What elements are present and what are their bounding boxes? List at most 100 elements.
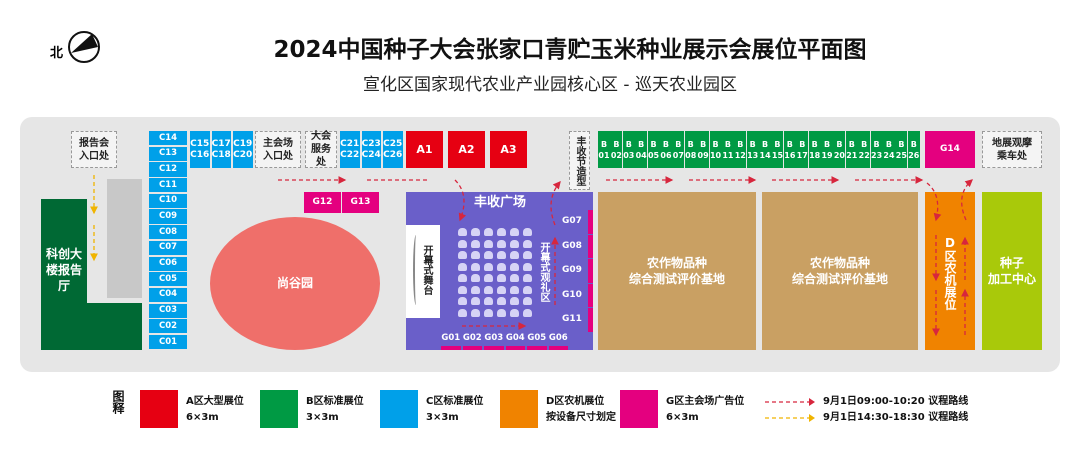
test-base-2[interactable]: 农作物品种 综合测试评价基地: [762, 192, 918, 350]
booth-g12[interactable]: G12: [304, 192, 341, 213]
booth-c25[interactable]: C25: [383, 138, 403, 149]
seat: [458, 228, 467, 236]
booth-a2[interactable]: A2: [448, 131, 485, 168]
booth-c26[interactable]: C26: [383, 149, 403, 160]
seed-center[interactable]: 种子 加工中心: [982, 192, 1042, 350]
booth-c14[interactable]: C14: [149, 131, 187, 146]
compass-north-label: 北: [50, 46, 64, 61]
d-zone[interactable]: [925, 192, 975, 350]
booth-c02[interactable]: C02: [149, 319, 187, 334]
booth-c23[interactable]: C23: [361, 138, 381, 149]
report-entrance[interactable]: 报告会入口处: [71, 131, 117, 168]
seat: [510, 274, 519, 282]
booth-c18[interactable]: C18: [211, 149, 231, 160]
booth-c11[interactable]: C11: [149, 178, 187, 193]
booth-c01[interactable]: C01: [149, 334, 187, 350]
booth-c08[interactable]: C08: [149, 225, 187, 240]
booth-a1[interactable]: A1: [406, 131, 443, 168]
test-base-1[interactable]: 农作物品种 综合测试评价基地: [598, 192, 756, 350]
seat: [471, 251, 480, 259]
booth-g02[interactable]: G02: [462, 333, 482, 350]
booth-c10[interactable]: C10: [149, 193, 187, 208]
booth-c24[interactable]: C24: [361, 149, 381, 160]
booth-a3[interactable]: A3: [490, 131, 527, 168]
booth-g08[interactable]: G08: [562, 234, 593, 258]
yellow-dashed-arrow-icon: [765, 414, 815, 422]
booth-label: G05: [527, 333, 547, 343]
booth-c15[interactable]: C15: [190, 138, 210, 149]
booth-c05[interactable]: C05: [149, 272, 187, 287]
booth-c16[interactable]: C16: [190, 149, 210, 160]
booth-g03[interactable]: G03: [484, 333, 504, 350]
booth-number: 10: [709, 150, 722, 160]
booth-g04[interactable]: G04: [505, 333, 525, 350]
booth-c22[interactable]: C22: [340, 149, 360, 160]
booth-g10[interactable]: G10: [562, 283, 593, 307]
shanggu-garden[interactable]: [210, 217, 380, 350]
booth-g06[interactable]: G06: [548, 333, 568, 350]
booth-g01[interactable]: G01: [441, 333, 461, 350]
booth-c19[interactable]: C19: [233, 138, 253, 149]
booth-c20[interactable]: C20: [233, 149, 253, 160]
booth-c13[interactable]: C13: [149, 146, 187, 161]
seat: [523, 262, 532, 271]
booth-g14[interactable]: G14: [925, 131, 975, 168]
booth-c06[interactable]: C06: [149, 256, 187, 271]
booth-g09[interactable]: G09: [562, 259, 593, 283]
booth-c03[interactable]: C03: [149, 303, 187, 318]
booth-g11[interactable]: G11: [562, 308, 593, 332]
booth-prefix: B: [910, 139, 917, 149]
booth-c12[interactable]: C12: [149, 162, 187, 177]
booth-prefix: B: [700, 139, 707, 149]
service-desk[interactable]: 大会服务处: [305, 131, 337, 168]
shuttle-stop[interactable]: 地展观摩乘车处: [982, 131, 1042, 168]
booth-c04[interactable]: C04: [149, 287, 187, 303]
main-entrance[interactable]: 主会场入口处: [255, 131, 301, 168]
booth-c07[interactable]: C07: [149, 240, 187, 255]
legend-title: 图释: [111, 390, 125, 414]
harvest-sculpture[interactable]: 丰收节造型: [569, 131, 590, 190]
booth-g05[interactable]: G05: [527, 333, 547, 350]
booth-c17[interactable]: C17: [211, 138, 231, 149]
booth-g13[interactable]: G13: [342, 192, 379, 213]
booth-c21[interactable]: C21: [340, 138, 360, 149]
legend-route-morning: 9月1日09:00-10:20 议程路线: [765, 394, 968, 410]
booth-g07[interactable]: G07: [562, 210, 593, 234]
booth-c09[interactable]: C09: [149, 209, 187, 224]
opening-stage[interactable]: [406, 225, 440, 318]
seat: [523, 239, 532, 248]
legend-size: 按设备尺寸划定: [546, 412, 616, 423]
